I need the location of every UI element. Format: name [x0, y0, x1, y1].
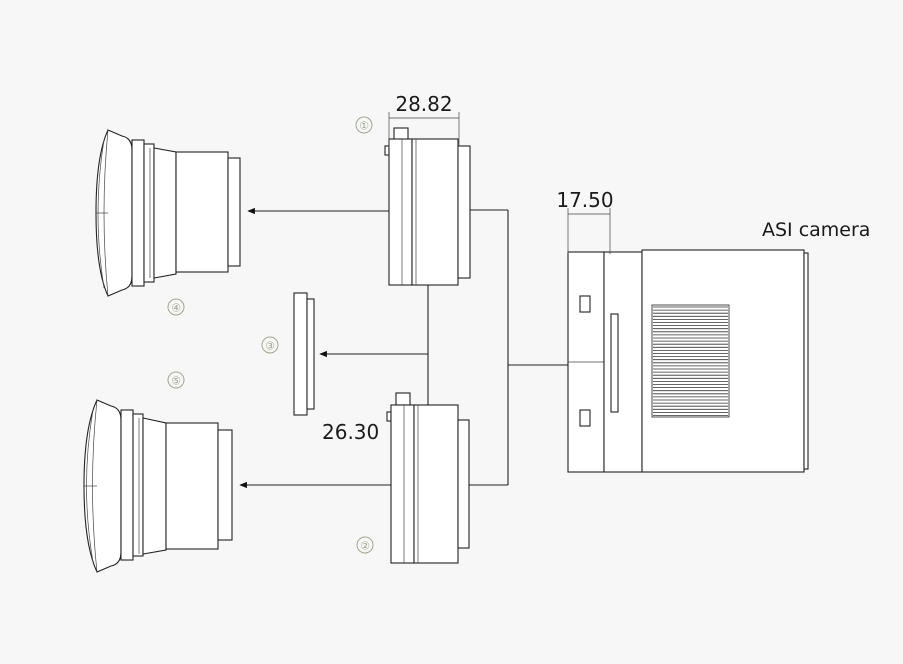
callout-2-number: ②: [360, 540, 370, 553]
camera-label: ASI camera: [762, 219, 870, 241]
callout-3: ③: [261, 336, 279, 354]
callout-1-number: ①: [359, 120, 369, 133]
dimension-28-82: 28.82: [388, 92, 460, 148]
lower-adapter: [386, 392, 470, 564]
dim-label-camera: 17.50: [556, 188, 613, 212]
lower-lens: [83, 399, 233, 573]
asi-camera: [567, 249, 809, 473]
heat-sink-fins: [651, 304, 730, 418]
upper-lens: [95, 129, 241, 297]
callout-5: ⑤: [167, 371, 185, 389]
callout-4: ④: [167, 298, 185, 316]
callout-4-number: ④: [171, 302, 181, 315]
dim-label-top: 28.82: [395, 92, 452, 116]
dim-label-bottom: 26.30: [322, 420, 379, 444]
dimension-17-50: 17.50: [556, 188, 614, 254]
callout-2: ②: [356, 536, 374, 554]
upper-adapter: [384, 127, 471, 286]
filter-plate: [293, 292, 315, 416]
callout-3-number: ③: [265, 340, 275, 353]
callout-5-number: ⑤: [171, 375, 181, 388]
callout-1: ①: [355, 116, 373, 134]
connector-lines: [239, 207, 568, 489]
